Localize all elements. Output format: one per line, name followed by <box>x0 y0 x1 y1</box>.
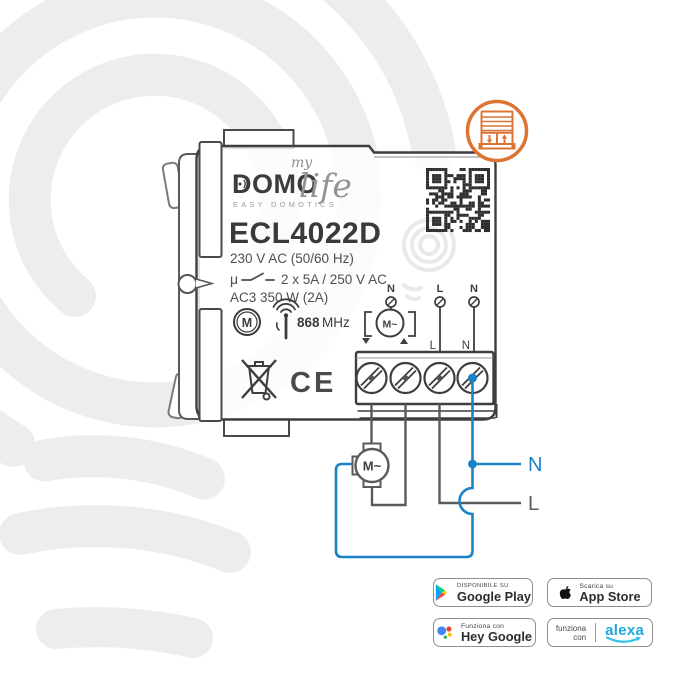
ce-mark: CE <box>290 367 336 399</box>
external-wiring: M~ N L <box>334 373 542 559</box>
spec-voltage: 230 V AC (50/60 Hz) <box>230 251 354 266</box>
app-store-badge[interactable]: Scarica su App Store <box>547 578 652 607</box>
alexa-divider <box>595 623 597 642</box>
diagram-motor-symbol: M~ <box>383 319 398 331</box>
radio-frequency: 868 <box>297 315 320 330</box>
qr-code <box>426 168 491 233</box>
google-play-badge[interactable]: DISPONIBILE SU Google Play <box>433 578 533 607</box>
alexa-kicker-line1: funziona <box>555 623 587 633</box>
apple-icon <box>560 586 572 600</box>
google-assistant-icon <box>437 626 452 639</box>
motor-wire-return <box>370 404 407 507</box>
neutral-wire <box>334 382 474 559</box>
diagram-top-l-label: L <box>437 283 444 295</box>
shutter-down-arrow-icon <box>486 139 493 144</box>
google-play-icon <box>435 584 448 601</box>
google-play-kicker: DISPONIBILE SU <box>457 582 509 589</box>
diagram-top-n-label: N <box>387 283 395 295</box>
line-wire <box>438 404 521 505</box>
app-store-kicker: Scarica su <box>579 582 614 590</box>
spec-mu: μ <box>230 271 238 287</box>
alexa-smile-icon <box>605 635 642 643</box>
alexa-label: alexa <box>605 621 645 639</box>
device-label: DOMO my life EASY DOMOTICS ECL4022D 230 … <box>229 155 387 401</box>
alexa-badge[interactable]: funziona con alexa <box>547 618 653 647</box>
brand-my: my <box>291 155 313 171</box>
alexa-kicker-line2: con <box>573 632 587 642</box>
printed-wiring-diagram: N L N M~ L N <box>362 283 480 352</box>
svg-text:M: M <box>242 316 252 330</box>
model-number: ECL4022D <box>229 217 381 250</box>
diagram-top-n2-label: N <box>470 283 478 295</box>
brand-life: life <box>299 166 352 205</box>
junction-dot <box>468 459 477 469</box>
speaker-icon <box>238 177 250 191</box>
line-label: L <box>528 493 539 515</box>
side-clip <box>177 274 198 294</box>
diagram-mid-n-label: N <box>462 340 470 352</box>
radio-unit: MHz <box>322 315 350 330</box>
up-arrow-icon <box>400 338 408 344</box>
motor-symbol: M~ <box>351 442 390 488</box>
svg-text:M~: M~ <box>363 459 382 474</box>
brand-tagline: EASY DOMOTICS <box>233 200 337 209</box>
shutter-up-arrow-icon <box>501 134 508 139</box>
app-store-label: App Store <box>579 588 641 604</box>
diagram-mid-l-label: L <box>430 340 437 352</box>
motor-rating-icon: M <box>233 308 261 336</box>
roller-shutter-badge-icon <box>465 99 529 163</box>
spec-contacts: 2 x 5A / 250 V AC <box>281 272 387 287</box>
brand-domo: DOMO <box>232 169 318 199</box>
weee-bin-icon <box>241 359 277 401</box>
neutral-label: N <box>528 454 542 476</box>
hey-google-kicker: Funziona con <box>460 622 505 630</box>
hey-google-badge[interactable]: Funziona con Hey Google <box>433 618 536 647</box>
spec-power: AC3 350 W (2A) <box>230 290 328 305</box>
google-play-label: Google Play <box>457 588 531 604</box>
down-arrow-icon <box>362 338 370 344</box>
micro-gap-switch-icon <box>241 272 275 281</box>
hey-google-label: Hey Google <box>460 628 533 644</box>
antenna-icon <box>272 298 300 340</box>
